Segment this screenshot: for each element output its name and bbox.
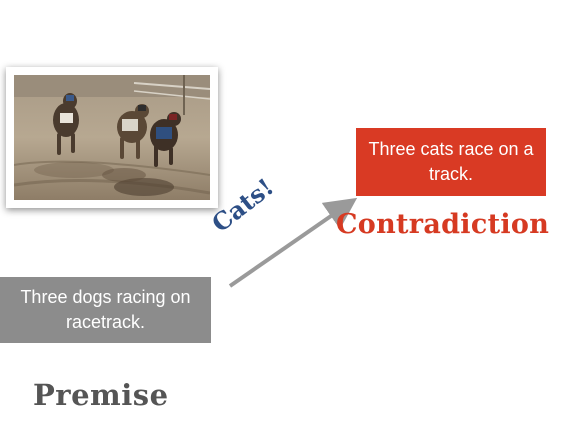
hypothesis-text: Three cats race on a track. [368,139,534,184]
contradiction-label: Contradiction [336,209,550,240]
dogs-racing-image [14,75,210,200]
dogs-racing-photo [6,67,218,208]
premise-box: Three dogs racing on racetrack. [0,277,211,343]
premise-text: Three dogs racing on racetrack. [20,287,191,332]
hypothesis-box: Three cats race on a track. [356,128,546,196]
relation-arrow [228,197,358,288]
premise-label: Premise [33,378,169,412]
